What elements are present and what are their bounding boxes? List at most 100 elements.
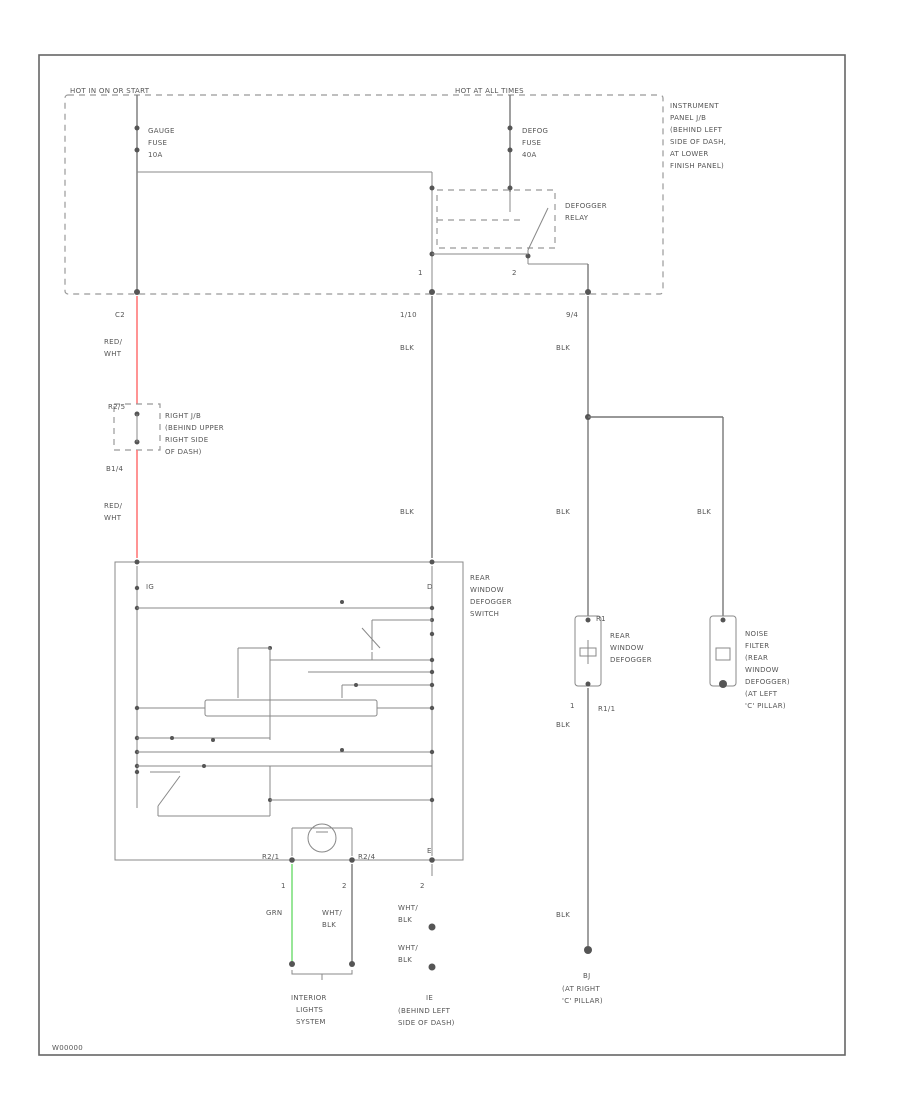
switch-terminal-e <box>429 857 435 863</box>
svg-text:WHT/: WHT/ <box>398 904 418 912</box>
defogger-side-pin: 1 <box>570 702 575 710</box>
defogger-relay-outline <box>436 189 556 249</box>
defogger-switch-label: REAR WINDOW DEFOGGER SWITCH <box>470 574 512 618</box>
svg-text:SIDE OF DASH,: SIDE OF DASH, <box>670 138 726 146</box>
switch-ig-pin: IG <box>146 583 154 591</box>
relay-switch-contact <box>527 207 549 251</box>
svg-text:10A: 10A <box>148 151 163 159</box>
switch-d-pin: D <box>427 583 433 591</box>
svg-text:WINDOW: WINDOW <box>470 586 504 594</box>
switch-pin-3: 2 <box>420 882 425 890</box>
svg-text:FUSE: FUSE <box>148 139 167 147</box>
svg-text:WHT/: WHT/ <box>322 909 342 917</box>
right-jb-bottom-pin: B1/4 <box>106 465 124 473</box>
blk-wire-middle-label-bottom: BLK <box>400 508 414 516</box>
gauge-fuse-terminal-top <box>134 125 140 131</box>
blk-wire-middle-label-top: BLK <box>400 344 414 352</box>
svg-text:SWITCH: SWITCH <box>470 610 499 618</box>
svg-text:FILTER: FILTER <box>745 642 769 650</box>
svg-text:WINDOW: WINDOW <box>610 644 644 652</box>
svg-text:RED/: RED/ <box>104 338 123 346</box>
right-jb-top-pin: R2/5 <box>108 403 125 411</box>
relay-contact-terminal <box>507 185 513 191</box>
svg-text:RIGHT J/B: RIGHT J/B <box>165 412 201 420</box>
defogger-bottom-pin: R1/1 <box>598 705 615 713</box>
defog-fuse-terminal-bottom <box>507 147 513 153</box>
defogger-grid-symbol <box>579 647 597 657</box>
svg-text:RED/: RED/ <box>104 502 123 510</box>
switch-d-terminal <box>429 559 435 565</box>
diagram-frame <box>38 54 846 1056</box>
interior-lights-system-label: INTERIOR LIGHTS SYSTEM <box>291 994 326 1026</box>
svg-text:'C' PILLAR): 'C' PILLAR) <box>745 702 786 710</box>
defogger-relay-label: DEFOGGER RELAY <box>565 202 607 222</box>
svg-text:REAR: REAR <box>470 574 490 582</box>
relay-pin-1: 1 <box>418 269 423 277</box>
svg-text:RIGHT SIDE: RIGHT SIDE <box>165 436 208 444</box>
defogger-top-pin: R1 <box>596 615 606 623</box>
defogger-terminal-bottom <box>585 681 591 687</box>
switch-terminal-bottom-left <box>289 857 295 863</box>
blk-wire-right-label-top: BLK <box>556 344 570 352</box>
svg-text:(REAR: (REAR <box>745 654 768 662</box>
ie-ground-location: (BEHIND LEFT SIDE OF DASH) <box>398 1007 455 1027</box>
blk-wire-right-label-bottom: BLK <box>556 911 570 919</box>
switch-pin-bottom-left: R2/1 <box>262 853 279 861</box>
svg-text:GAUGE: GAUGE <box>148 127 175 135</box>
relay-coil-terminal <box>429 185 435 191</box>
noise-filter-symbol <box>715 647 731 661</box>
switch-illumination-bulb <box>307 823 337 853</box>
switch-internal-circuit <box>134 566 435 856</box>
blk-noise-filter-label: BLK <box>697 508 711 516</box>
defog-fuse-terminal-top <box>507 125 513 131</box>
connector-c2-label: C2 <box>115 311 125 319</box>
switch-pin-bottom-mid: R2/4 <box>358 853 376 861</box>
noise-filter-label: NOISE FILTER (REAR WINDOW DEFOGGER) (AT … <box>745 630 790 710</box>
defog-fuse-label: DEFOG FUSE 40A <box>522 127 548 159</box>
svg-text:OF DASH): OF DASH) <box>165 448 202 456</box>
svg-text:(BEHIND UPPER: (BEHIND UPPER <box>165 424 224 432</box>
noise-filter-ground <box>719 680 727 688</box>
svg-text:(AT RIGHT: (AT RIGHT <box>562 985 600 993</box>
hot-at-all-times-label: HOT AT ALL TIMES <box>455 87 524 95</box>
grn-wire-label: GRN <box>266 909 282 917</box>
hot-in-on-or-start-label: HOT IN ON OR START <box>70 87 150 95</box>
right-jb-label: RIGHT J/B (BEHIND UPPER RIGHT SIDE OF DA… <box>165 412 224 456</box>
noise-filter-terminal-top <box>720 617 726 623</box>
svg-text:DEFOGGER): DEFOGGER) <box>745 678 790 686</box>
gauge-fuse-label: GAUGE FUSE 10A <box>148 127 175 159</box>
svg-text:DEFOGGER: DEFOGGER <box>565 202 607 210</box>
svg-text:NOISE: NOISE <box>745 630 768 638</box>
svg-text:RELAY: RELAY <box>565 214 589 222</box>
svg-text:SYSTEM: SYSTEM <box>296 1018 326 1026</box>
svg-text:REAR: REAR <box>610 632 630 640</box>
connector-mid-label: 1/10 <box>400 311 417 319</box>
bj-ground-terminal <box>584 946 592 954</box>
switch-ig-terminal <box>134 559 140 565</box>
switch-pin-2: 2 <box>342 882 347 890</box>
svg-text:WHT: WHT <box>104 514 122 522</box>
svg-text:SIDE OF DASH): SIDE OF DASH) <box>398 1019 455 1027</box>
ie-ground-terminal-upper <box>428 923 436 931</box>
ie-ground-letter: IE <box>426 994 433 1002</box>
interior-lights-bracket <box>291 970 353 975</box>
svg-text:WHT/: WHT/ <box>398 944 418 952</box>
svg-text:DEFOGGER: DEFOGGER <box>610 656 652 664</box>
svg-text:(BEHIND LEFT: (BEHIND LEFT <box>398 1007 451 1015</box>
svg-text:WINDOW: WINDOW <box>745 666 779 674</box>
svg-text:AT LOWER: AT LOWER <box>670 150 709 158</box>
svg-text:BLK: BLK <box>398 916 412 924</box>
relay-pin-2: 2 <box>512 269 517 277</box>
connector-mid-terminal <box>429 289 435 295</box>
wht-blk-wire-label-mid: WHT/ BLK <box>398 904 418 924</box>
instrument-panel-jb-label: INSTRUMENT PANEL J/B (BEHIND LEFT SIDE O… <box>670 102 726 170</box>
bj-ground-letter: BJ <box>583 972 590 980</box>
diagram-id: W00000 <box>52 1044 83 1052</box>
blk-wire-right-label-mid: BLK <box>556 508 570 516</box>
interior-lights-terminal-left <box>289 961 295 967</box>
blk-wire-right-label-low: BLK <box>556 721 570 729</box>
wht-blk-wire-label-left: WHT/ BLK <box>322 909 342 929</box>
svg-text:BLK: BLK <box>322 921 336 929</box>
relay-output-terminal <box>525 253 531 259</box>
svg-text:FUSE: FUSE <box>522 139 541 147</box>
